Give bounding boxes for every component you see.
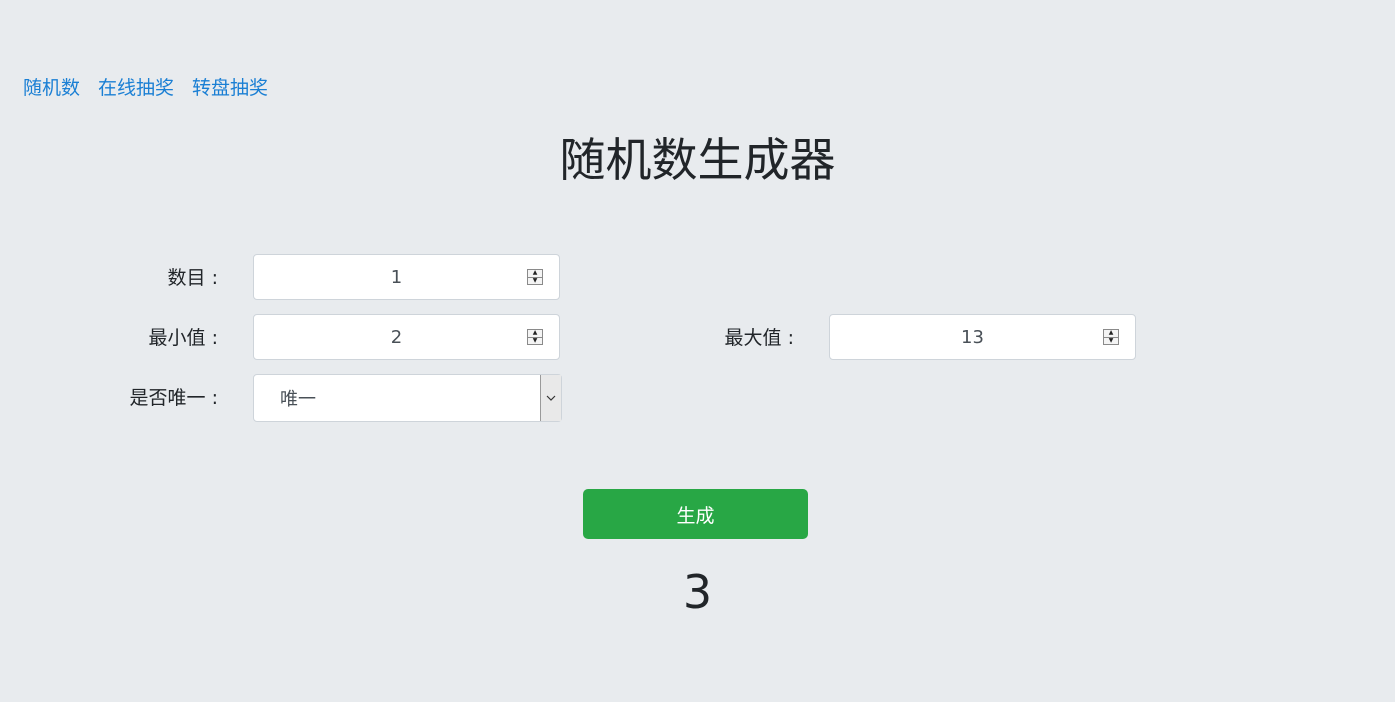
- count-label: 数目 :: [167, 267, 218, 289]
- max-value: 13: [961, 326, 984, 348]
- page-title: 随机数生成器: [559, 133, 836, 187]
- increment-icon[interactable]: ▲: [532, 329, 538, 337]
- top-nav: 随机数 在线抽奖 转盘抽奖: [23, 75, 268, 101]
- min-input[interactable]: 2 ▲ ▼: [253, 314, 560, 360]
- count-input[interactable]: 1 ▲ ▼: [253, 254, 560, 300]
- decrement-icon[interactable]: ▼: [528, 276, 542, 285]
- spinner-arrows-icon[interactable]: ▲ ▼: [527, 329, 543, 345]
- spinner-arrows-icon[interactable]: ▲ ▼: [1103, 329, 1119, 345]
- decrement-icon[interactable]: ▼: [1104, 336, 1118, 345]
- chevron-down-icon[interactable]: [540, 375, 561, 421]
- spinner-arrows-icon[interactable]: ▲ ▼: [527, 269, 543, 285]
- count-value: 1: [390, 266, 403, 288]
- generate-button[interactable]: 生成: [583, 489, 808, 539]
- min-label: 最小值 :: [148, 327, 218, 349]
- nav-link-random-number[interactable]: 随机数: [23, 77, 81, 99]
- increment-icon[interactable]: ▲: [532, 269, 538, 277]
- unique-label: 是否唯一 :: [129, 387, 218, 409]
- nav-link-wheel-lottery[interactable]: 转盘抽奖: [192, 77, 269, 99]
- decrement-icon[interactable]: ▼: [528, 336, 542, 345]
- min-value: 2: [390, 326, 403, 348]
- unique-select[interactable]: 唯一: [253, 374, 562, 422]
- max-input[interactable]: 13 ▲ ▼: [829, 314, 1136, 360]
- result-value: 3: [682, 565, 713, 619]
- nav-link-online-lottery[interactable]: 在线抽奖: [98, 77, 175, 99]
- unique-selected-value: 唯一: [280, 389, 316, 410]
- increment-icon[interactable]: ▲: [1108, 329, 1114, 337]
- max-label: 最大值 :: [724, 327, 794, 349]
